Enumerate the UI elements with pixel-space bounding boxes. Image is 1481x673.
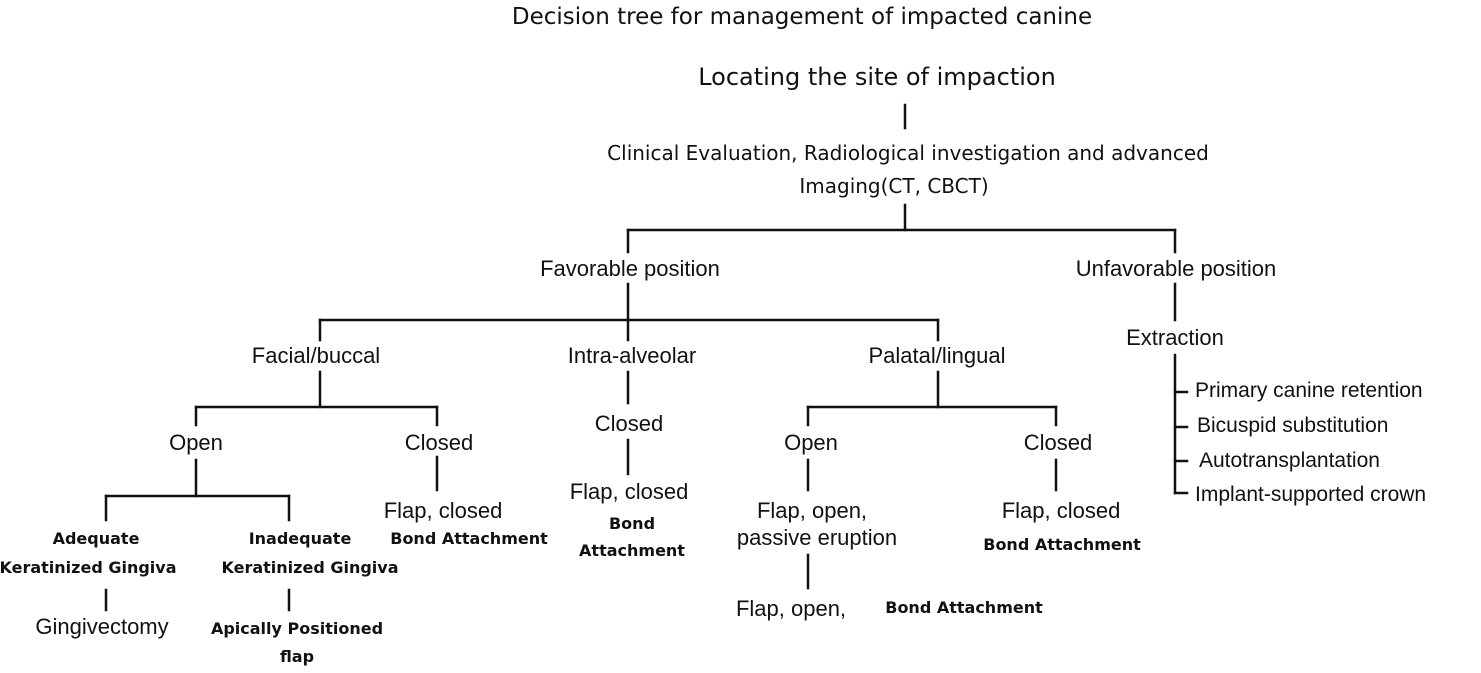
node-root: Locating the site of impaction	[698, 63, 1056, 91]
node-facial-open: Open	[169, 430, 223, 455]
node-facial-closed-bond: Bond Attachment	[390, 529, 548, 548]
node-palatal-lingual: Palatal/lingual	[868, 343, 1006, 368]
node-palatal-closed-bond: Bond Attachment	[983, 535, 1141, 554]
node-apically-line1: Apically Positioned	[210, 619, 384, 638]
node-apically-line2: flap	[279, 647, 315, 666]
node-unfavorable: Unfavorable position	[1075, 256, 1277, 281]
node-palatal-open-bond: Bond Attachment	[885, 598, 1043, 617]
node-intra-closed: Closed	[594, 411, 664, 436]
node-inadequate-line1: Inadequate	[248, 529, 352, 548]
node-adequate-line2: Keratinized Gingiva	[0, 558, 177, 577]
node-extraction: Extraction	[1126, 325, 1224, 350]
node-palatal-closed-flap: Flap, closed	[1001, 498, 1121, 523]
node-inadequate-line2: Keratinized Gingiva	[221, 558, 399, 577]
node-palatal-open-flap-line2: passive eruption	[736, 525, 898, 550]
node-favorable: Favorable position	[540, 256, 720, 281]
node-facial-buccal: Facial/buccal	[251, 343, 381, 368]
node-intra-bond-line1: Bond	[608, 514, 656, 533]
extraction-option-implant: Implant-supported crown	[1195, 483, 1427, 506]
extraction-option-bicuspid: Bicuspid substitution	[1197, 414, 1389, 437]
extraction-option-primary-canine: Primary canine retention	[1195, 379, 1423, 402]
node-intra-bond-line2: Attachment	[579, 541, 685, 560]
node-gingivectomy: Gingivectomy	[35, 614, 169, 639]
node-facial-closed: Closed	[404, 430, 474, 455]
node-evaluation-line2: Imaging(CT, CBCT)	[799, 174, 989, 198]
node-palatal-open: Open	[784, 430, 838, 455]
node-evaluation-line1: Clinical Evaluation, Radiological invest…	[607, 141, 1209, 165]
extraction-option-autotransplantation: Autotransplantation	[1199, 449, 1380, 472]
diagram-title: Decision tree for management of impacted…	[511, 4, 1093, 30]
node-palatal-closed: Closed	[1023, 430, 1093, 455]
node-intra-alveolar: Intra-alveolar	[567, 343, 697, 368]
node-facial-closed-flap: Flap, closed	[383, 498, 503, 523]
node-palatal-open-flap2: Flap, open,	[735, 596, 847, 621]
node-palatal-open-flap-line1: Flap, open,	[756, 498, 868, 523]
node-adequate-line1: Adequate	[52, 529, 140, 548]
node-intra-flap: Flap, closed	[569, 479, 689, 504]
